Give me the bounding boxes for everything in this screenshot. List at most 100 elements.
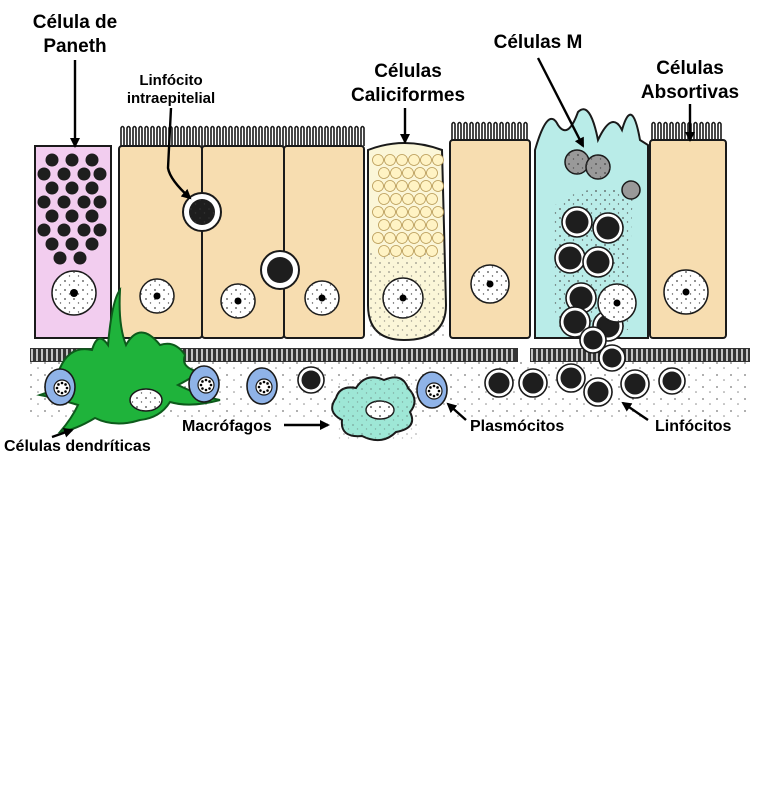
mucin-granule: [415, 246, 426, 257]
mucin-granule: [373, 155, 384, 166]
label-paneth: Célula de Paneth: [33, 12, 117, 146]
nucleus: [664, 270, 708, 314]
paneth-granule: [58, 224, 71, 237]
mucin-granule: [397, 155, 408, 166]
absorptive-cell-right: [650, 123, 726, 339]
mucin-granule: [379, 194, 390, 205]
plasma-cell: [189, 366, 219, 402]
mucin-granule: [409, 155, 420, 166]
paneth-granule: [38, 196, 51, 209]
paneth-granule: [38, 224, 51, 237]
paneth-granule: [86, 182, 99, 195]
lymphocyte: [580, 327, 606, 353]
mucin-granule: [391, 220, 402, 231]
dendritic-nucleus: [130, 389, 162, 411]
paneth-granule: [94, 168, 107, 181]
label-absorptive-line2: Absortivas: [641, 82, 739, 103]
paneth-nucleus: [52, 271, 96, 315]
paneth-granule: [38, 168, 51, 181]
paneth-granule: [66, 182, 79, 195]
lymphocyte: [298, 367, 324, 393]
mucin-granule: [403, 194, 414, 205]
label-goblet-line1: Células: [374, 61, 442, 82]
nucleus: [221, 284, 255, 318]
mucin-granule: [421, 207, 432, 218]
paneth-granule: [46, 154, 59, 167]
nucleus: [598, 284, 636, 322]
mucin-granule: [379, 246, 390, 257]
mucin-granule: [385, 155, 396, 166]
label-dendritic-text: Células dendríticas: [4, 438, 151, 455]
paneth-granule: [94, 224, 107, 237]
plasma-cell: [45, 369, 75, 405]
mucin-granule: [427, 246, 438, 257]
paneth-granule: [78, 224, 91, 237]
paneth-granule: [58, 196, 71, 209]
mucin-granule: [379, 168, 390, 179]
mucin-granule: [391, 246, 402, 257]
mucin-granule: [415, 168, 426, 179]
paneth-granule: [94, 196, 107, 209]
mucin-granule: [433, 233, 444, 244]
mucin-granule: [397, 181, 408, 192]
label-macrophages-text: Macrófagos: [182, 418, 272, 435]
paneth-granule: [78, 196, 91, 209]
paneth-granule: [86, 154, 99, 167]
lymphocyte: [485, 369, 513, 397]
label-paneth-line2: Paneth: [43, 36, 106, 57]
mucin-granule: [391, 168, 402, 179]
mucin-granule: [403, 220, 414, 231]
paneth-granule: [66, 210, 79, 223]
paneth-granule: [66, 238, 79, 251]
paneth-cell: [35, 146, 111, 338]
absorptive-cells-left: [119, 127, 364, 339]
label-goblet: Células Caliciformes: [351, 61, 465, 142]
plasma-cell: [417, 372, 447, 408]
mucin-granule: [433, 207, 444, 218]
mucin-granule: [433, 181, 444, 192]
paneth-granule: [66, 154, 79, 167]
mucin-granule: [421, 155, 432, 166]
microvilli-left: [121, 127, 364, 147]
paneth-granule: [46, 210, 59, 223]
label-goblet-line2: Caliciformes: [351, 85, 465, 106]
paneth-granule: [78, 168, 91, 181]
label-lymphocytes-text: Linfócitos: [655, 418, 732, 435]
nucleus: [305, 281, 339, 315]
lymphocyte: [519, 369, 547, 397]
lymphocyte: [555, 243, 585, 273]
mucin-granule: [397, 207, 408, 218]
mucin-granule: [409, 181, 420, 192]
mucin-granule: [403, 246, 414, 257]
m-cell-antigen: [565, 150, 589, 174]
intraepithelial-lymphocyte: [183, 193, 221, 231]
mucin-granule: [403, 168, 414, 179]
mucin-granule: [373, 207, 384, 218]
mucin-granule: [427, 168, 438, 179]
paneth-granule: [86, 210, 99, 223]
macrophage: [332, 377, 420, 442]
lymphocyte: [584, 378, 612, 406]
m-cell-antigen: [622, 181, 640, 199]
label-dendritic: Células dendríticas: [4, 430, 151, 455]
mucin-granule: [415, 194, 426, 205]
mucin-granule: [433, 155, 444, 166]
paneth-granule: [58, 168, 71, 181]
mucin-granule: [421, 233, 432, 244]
paneth-granule: [74, 252, 87, 265]
nucleus: [140, 279, 174, 313]
mucin-granule: [379, 220, 390, 231]
mucin-granule: [421, 181, 432, 192]
label-plasma-cells-text: Plasmócitos: [470, 418, 564, 435]
label-paneth-line1: Célula de: [33, 12, 117, 33]
paneth-granule: [46, 238, 59, 251]
microvilli-middle: [452, 123, 527, 141]
goblet-cell: [368, 143, 446, 340]
m-cell: [535, 109, 648, 341]
intraepithelial-lymphocyte: [261, 251, 299, 289]
nucleus: [383, 278, 423, 318]
lymphocyte: [621, 370, 649, 398]
mucin-granule: [415, 220, 426, 231]
mucin-granule: [385, 207, 396, 218]
